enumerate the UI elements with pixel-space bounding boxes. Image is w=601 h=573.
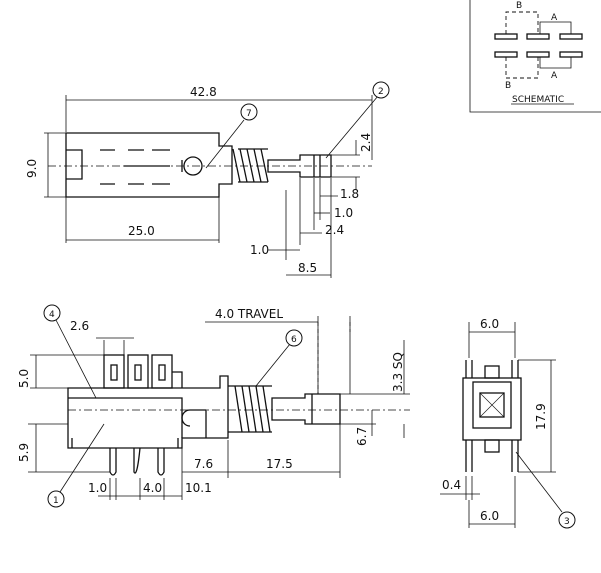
callout-1 [47,490,65,508]
dim-10-1: 10.1 [185,481,212,495]
dim-length: 42.8 [190,85,217,99]
dim-6-0-top: 6.0 [480,317,499,331]
svg-text:6: 6 [291,335,297,345]
dim-1-0b: 1.0 [250,243,269,257]
dim-5-9: 5.9 [17,443,31,462]
dim-6-7: 6.7 [355,427,369,446]
schematic-label-a-bottom: A [551,71,558,81]
svg-text:7: 7 [246,109,252,119]
schematic-label-b-bottom: B [505,81,511,91]
dim-3-3sq: 3.3 SQ [391,352,405,392]
dim-travel: 4.0 TRAVEL [215,307,283,321]
dim-17-5: 17.5 [266,457,293,471]
dim-4-0: 4.0 [143,481,162,495]
callout-4 [43,304,61,322]
top-view: 42.8 9.0 25.0 2.4 1.8 1.0 2.4 [25,81,390,278]
svg-text:4: 4 [49,310,55,320]
dim-height: 9.0 [25,159,39,178]
schematic-label: SCHEMATIC [512,95,564,105]
svg-text:2: 2 [378,87,384,97]
dim-0-4: 0.4 [442,478,461,492]
dim-1-0a: 1.0 [334,206,353,220]
dim-8-5: 8.5 [298,261,317,275]
dim-shaft-diameter: 2.4 [359,133,373,152]
schematic-label-a-top: A [551,13,558,23]
dim-5-0: 5.0 [17,369,31,388]
callout-2 [372,81,390,99]
dim-7-6: 7.6 [194,457,213,471]
dim-17-9: 17.9 [534,403,548,430]
schematic-box: A A B B SCHEMATIC [469,0,601,113]
dim-1-8: 1.8 [340,187,359,201]
callout-3 [558,511,576,529]
end-view: 6.0 17.9 0.4 6.0 3 [440,317,576,529]
svg-text:1: 1 [53,496,59,506]
svg-text:3: 3 [564,517,570,527]
side-view: 4.0 TRAVEL 2.6 5.0 5.9 3.3 SQ 6.7 7.6 17… [17,304,410,508]
callout-6 [285,329,303,347]
dim-1-0: 1.0 [88,481,107,495]
schematic-label-b-top: B [516,1,522,11]
callout-7 [240,103,258,121]
dim-6-0-bottom: 6.0 [480,509,499,523]
dim-body: 25.0 [128,224,155,238]
dim-2-6: 2.6 [70,319,89,333]
dim-2-4b: 2.4 [325,223,344,237]
